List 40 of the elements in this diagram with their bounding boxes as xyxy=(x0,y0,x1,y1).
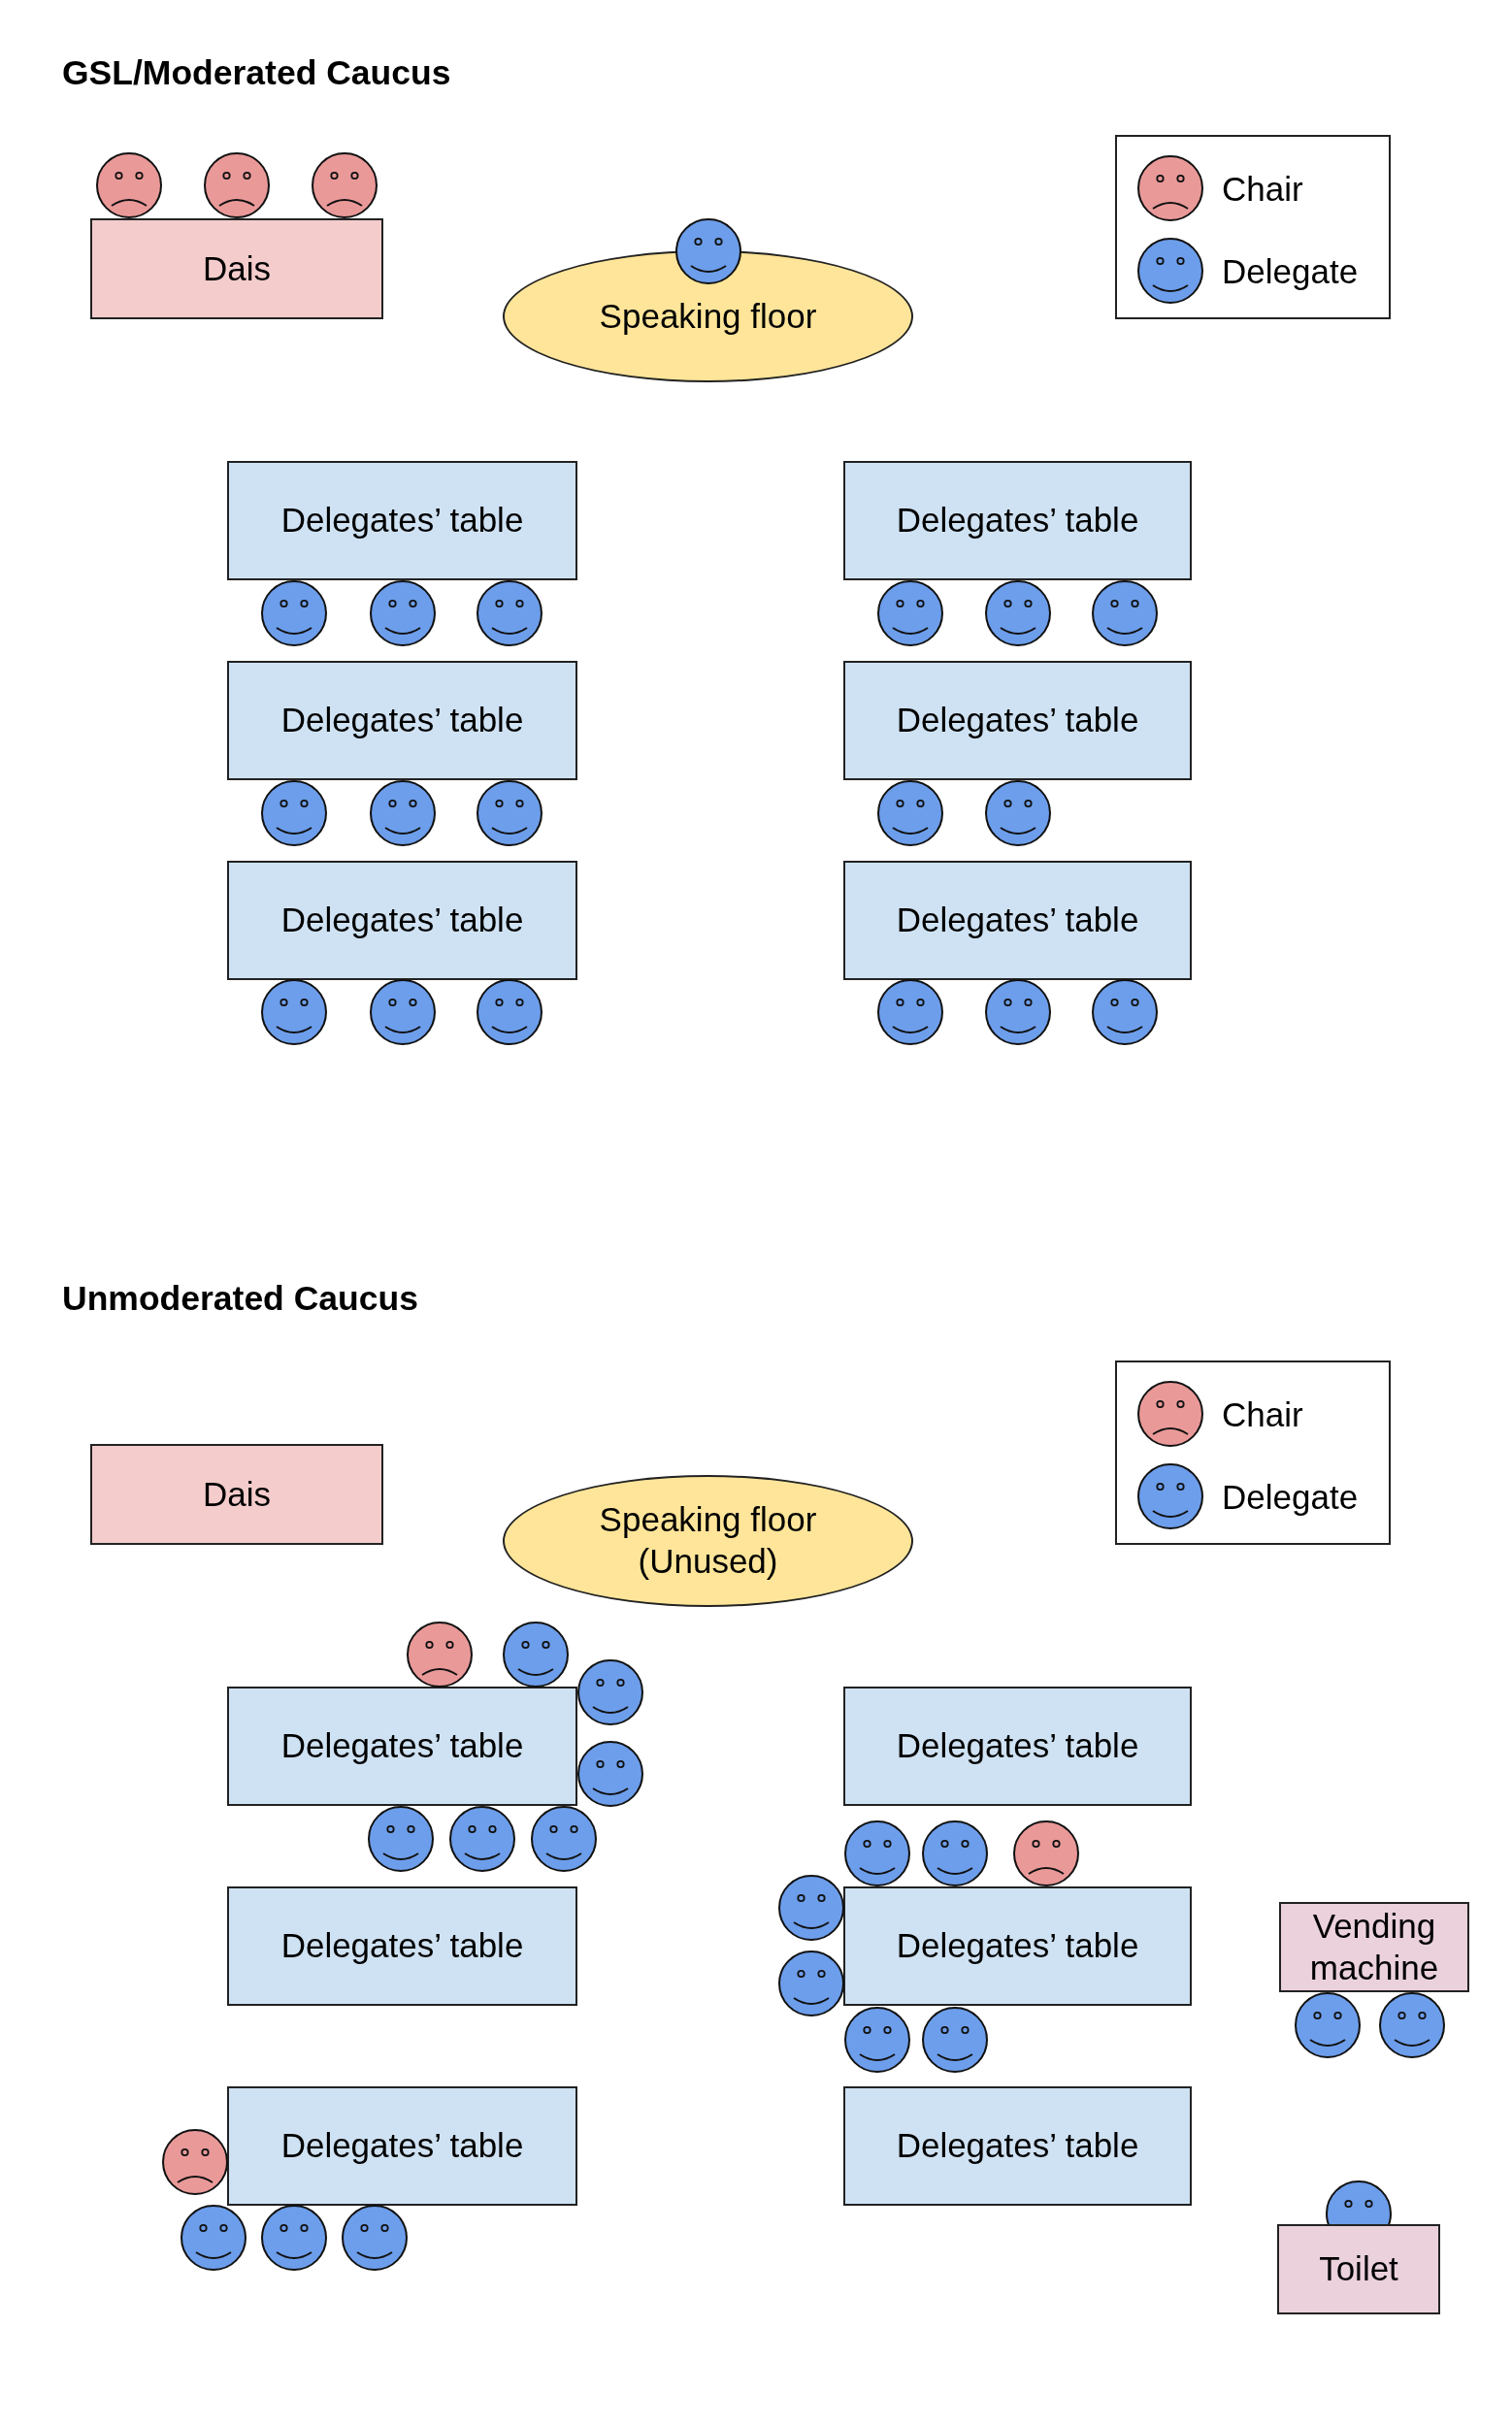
table-label: Delegates’ table xyxy=(280,500,524,541)
legend-label: Chair xyxy=(1222,1397,1303,1431)
delegates-table xyxy=(227,661,577,780)
table-label: Delegates’ table xyxy=(896,1725,1139,1767)
table-label: Delegates’ table xyxy=(896,900,1139,941)
delegates-table xyxy=(843,461,1192,580)
table-label: Delegates’ table xyxy=(896,500,1139,541)
delegates-table xyxy=(843,861,1192,980)
delegates-table xyxy=(227,2086,577,2206)
legend-label: Delegate xyxy=(1222,1480,1359,1514)
delegates-table xyxy=(843,1886,1192,2006)
legend-label: Chair xyxy=(1222,172,1303,206)
dais-block xyxy=(90,1444,383,1545)
section-title: Unmoderated Caucus xyxy=(62,1282,418,1317)
delegates-table xyxy=(227,461,577,580)
table-label: Delegates’ table xyxy=(280,2125,524,2167)
table-label: Delegates’ table xyxy=(280,700,524,741)
table-label: Delegates’ table xyxy=(896,2125,1139,2167)
dais-block xyxy=(90,218,383,319)
legend-label: Delegate xyxy=(1222,254,1359,288)
toilet-block xyxy=(1277,2224,1440,2314)
section-title: GSL/Moderated Caucus xyxy=(62,56,451,91)
floor-label: Speaking floor xyxy=(599,295,817,337)
vending-machine-label: Vending machine xyxy=(1308,1905,1440,1988)
floor-label: Speaking floor (Unused) xyxy=(598,1499,818,1582)
dais-label: Dais xyxy=(203,1473,271,1515)
table-label: Delegates’ table xyxy=(280,1925,524,1967)
toilet-label: Toilet xyxy=(1319,2248,1398,2290)
delegates-table xyxy=(227,1687,577,1806)
delegates-table xyxy=(227,861,577,980)
table-label: Delegates’ table xyxy=(896,700,1139,741)
dais-label: Dais xyxy=(203,247,271,289)
table-label: Delegates’ table xyxy=(280,1725,524,1767)
delegates-table xyxy=(227,1886,577,2006)
table-label: Delegates’ table xyxy=(280,900,524,941)
delegates-table xyxy=(843,2086,1192,2206)
vending-machine xyxy=(1279,1902,1469,1992)
delegates-table xyxy=(843,1687,1192,1806)
delegates-table xyxy=(843,661,1192,780)
table-label: Delegates’ table xyxy=(896,1925,1139,1967)
